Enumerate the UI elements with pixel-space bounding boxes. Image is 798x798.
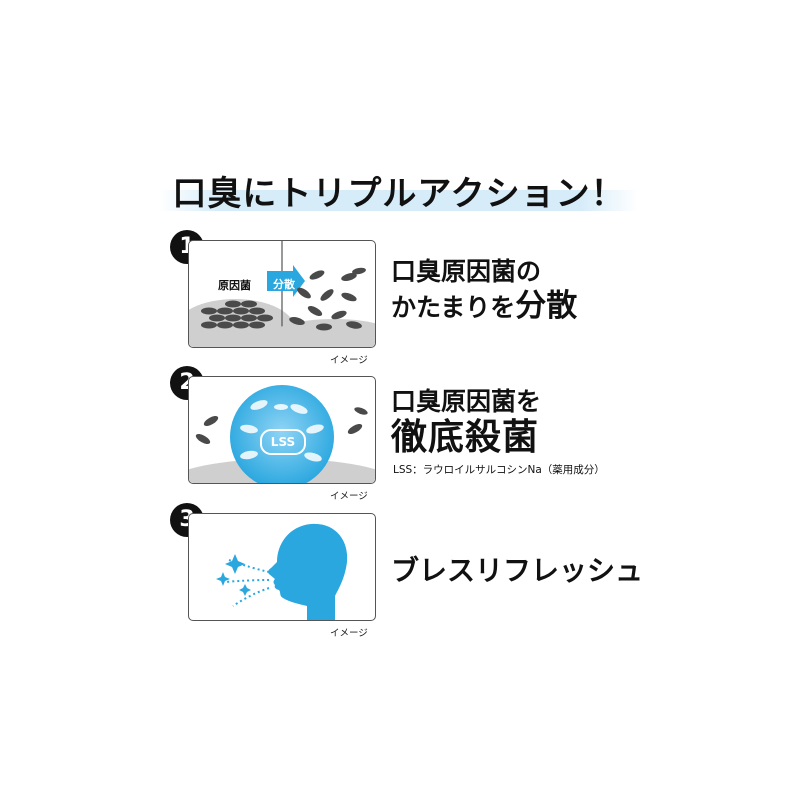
image-caption: イメージ [330,355,368,366]
step-1-line2: かたまりを分散 [391,287,577,326]
person-head-icon [268,523,348,620]
bacteria-label: 原因菌 [218,279,251,292]
title-highlight-band [160,190,638,211]
page-title: 口臭にトリプルアクション！ [172,174,626,214]
step-1-svg [189,241,375,347]
step-1-emphasis: 分散 [515,288,578,325]
step-2-text: 口臭原因菌を 徹底殺菌 [391,386,541,459]
step-3-text: ブレスリフレッシュ [391,554,644,587]
bacteria-background [195,407,368,445]
bacteria-cluster [201,300,273,329]
dissolved-bacteria [240,400,324,462]
lss-label: LSS [260,429,306,455]
step-2-illustration: LSS [188,376,376,484]
arrow-right-icon [267,265,305,297]
bacteria-scattered [289,267,366,331]
step-2-emphasis: 徹底殺菌 [391,417,540,459]
mound-right [264,319,375,347]
step-3-illustration [188,513,376,621]
step-3-svg [216,523,348,620]
step-1-line1: 口臭原因菌の [391,257,542,286]
sparkle-icon [216,554,251,596]
disperse-label: 分散 [273,278,295,291]
step-1-text: 口臭原因菌の かたまりを分散 [391,256,577,326]
image-caption: イメージ [330,628,368,639]
step-1-line2-prefix: かたまりを [391,293,516,323]
lss-note: LSS：ラウロイルサルコシンNa（薬用成分） [393,464,605,476]
step-2-line1: 口臭原因菌を [391,387,542,416]
breath-lines [224,559,270,607]
step-2-svg [189,385,375,483]
image-caption: イメージ [330,491,368,502]
step-1-illustration: 原因菌 分散 [188,240,376,348]
